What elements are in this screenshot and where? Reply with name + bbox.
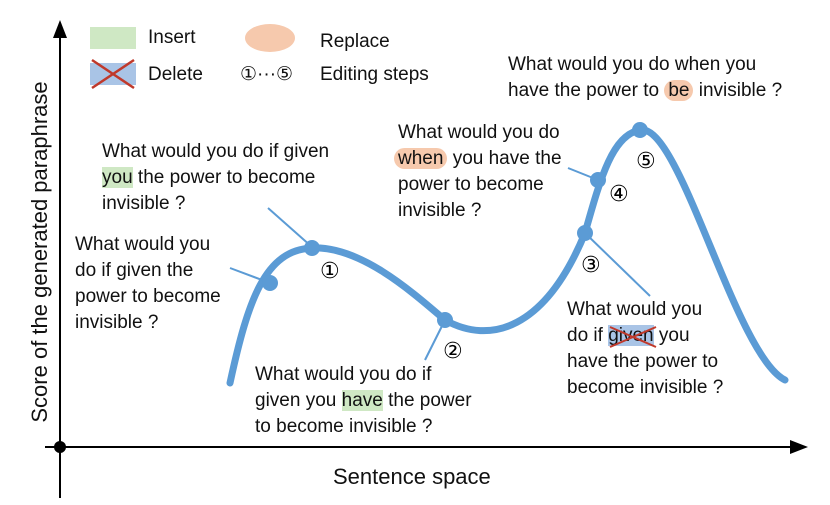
sentence-line: invisible ? bbox=[102, 193, 186, 214]
delete-swatch bbox=[90, 58, 136, 90]
sentence-line: power to become bbox=[75, 286, 221, 307]
sentence-line: What would you bbox=[567, 299, 703, 320]
y-axis-label: Score of the generated paraphrase bbox=[27, 81, 52, 423]
legend-insert-label: Insert bbox=[148, 27, 196, 48]
connector-step3 bbox=[584, 232, 651, 297]
sentence-line: have the power to be invisible ? bbox=[508, 79, 782, 103]
y-axis-arrow bbox=[53, 20, 67, 38]
sentence-line: do if given the bbox=[75, 260, 194, 281]
sentence-line: have the power to bbox=[567, 351, 719, 372]
step-number-5: ⑤ bbox=[636, 149, 656, 174]
deleted-word: given bbox=[608, 325, 657, 348]
step-number-3: ③ bbox=[581, 253, 601, 278]
sentence-line: What would you do bbox=[398, 122, 560, 143]
sentence-line: What would you do when you bbox=[508, 54, 757, 75]
point-step4 bbox=[590, 172, 606, 188]
sentence-fragment: the power bbox=[382, 390, 472, 411]
step-number-1: ① bbox=[320, 259, 340, 284]
sentence-fragment: you bbox=[653, 325, 690, 346]
sentence-line: you the power to become bbox=[102, 166, 315, 190]
step-number-2: ② bbox=[443, 339, 463, 364]
sentence-line: when you have the bbox=[394, 147, 562, 171]
replace-swatch bbox=[245, 24, 295, 52]
sentence-line: invisible ? bbox=[75, 312, 159, 333]
sentence-line: to become invisible ? bbox=[255, 416, 433, 437]
sentence-line: What would you bbox=[75, 234, 211, 255]
point-step5 bbox=[632, 122, 648, 138]
x-axis-arrow bbox=[790, 440, 808, 454]
sentence-fragment: the power to become bbox=[132, 167, 316, 188]
sentence-line: invisible ? bbox=[398, 200, 482, 221]
replaced-word: be bbox=[664, 80, 694, 101]
connector-step1 bbox=[267, 207, 313, 248]
sentence-line: do if given you bbox=[567, 324, 690, 348]
sentence-line: What would you do if given bbox=[102, 141, 330, 162]
point-start bbox=[262, 275, 278, 291]
step-number-4: ④ bbox=[609, 182, 629, 207]
sentence-line: become invisible ? bbox=[567, 377, 724, 398]
score-curve bbox=[226, 126, 789, 387]
inserted-word: you bbox=[102, 167, 133, 188]
sentence-fragment: invisible ? bbox=[693, 80, 783, 101]
sentence-line: power to become bbox=[398, 174, 544, 195]
x-axis-label: Sentence space bbox=[333, 464, 491, 489]
point-step2 bbox=[437, 312, 453, 328]
sentence-fragment: have the power to bbox=[508, 80, 665, 101]
insert-swatch bbox=[90, 27, 136, 49]
legend-steps-symbol: ①···⑤ bbox=[240, 64, 294, 85]
point-step1 bbox=[304, 240, 320, 256]
sentence-fragment: given you bbox=[255, 390, 342, 411]
origin-dot bbox=[54, 441, 66, 453]
inserted-word: have bbox=[341, 390, 383, 411]
sentence-line: What would you do if bbox=[255, 364, 432, 385]
legend-steps-label: Editing steps bbox=[320, 64, 429, 85]
sentence-fragment: do if bbox=[567, 325, 609, 346]
sentence-fragment: you have the bbox=[447, 148, 562, 169]
delete-cross-icon bbox=[609, 326, 657, 348]
legend-delete-label: Delete bbox=[148, 64, 203, 85]
replaced-word: when bbox=[394, 148, 448, 169]
sentence-line: given you have the power bbox=[255, 389, 472, 413]
legend-replace-label: Replace bbox=[320, 31, 390, 52]
point-step3 bbox=[577, 225, 593, 241]
